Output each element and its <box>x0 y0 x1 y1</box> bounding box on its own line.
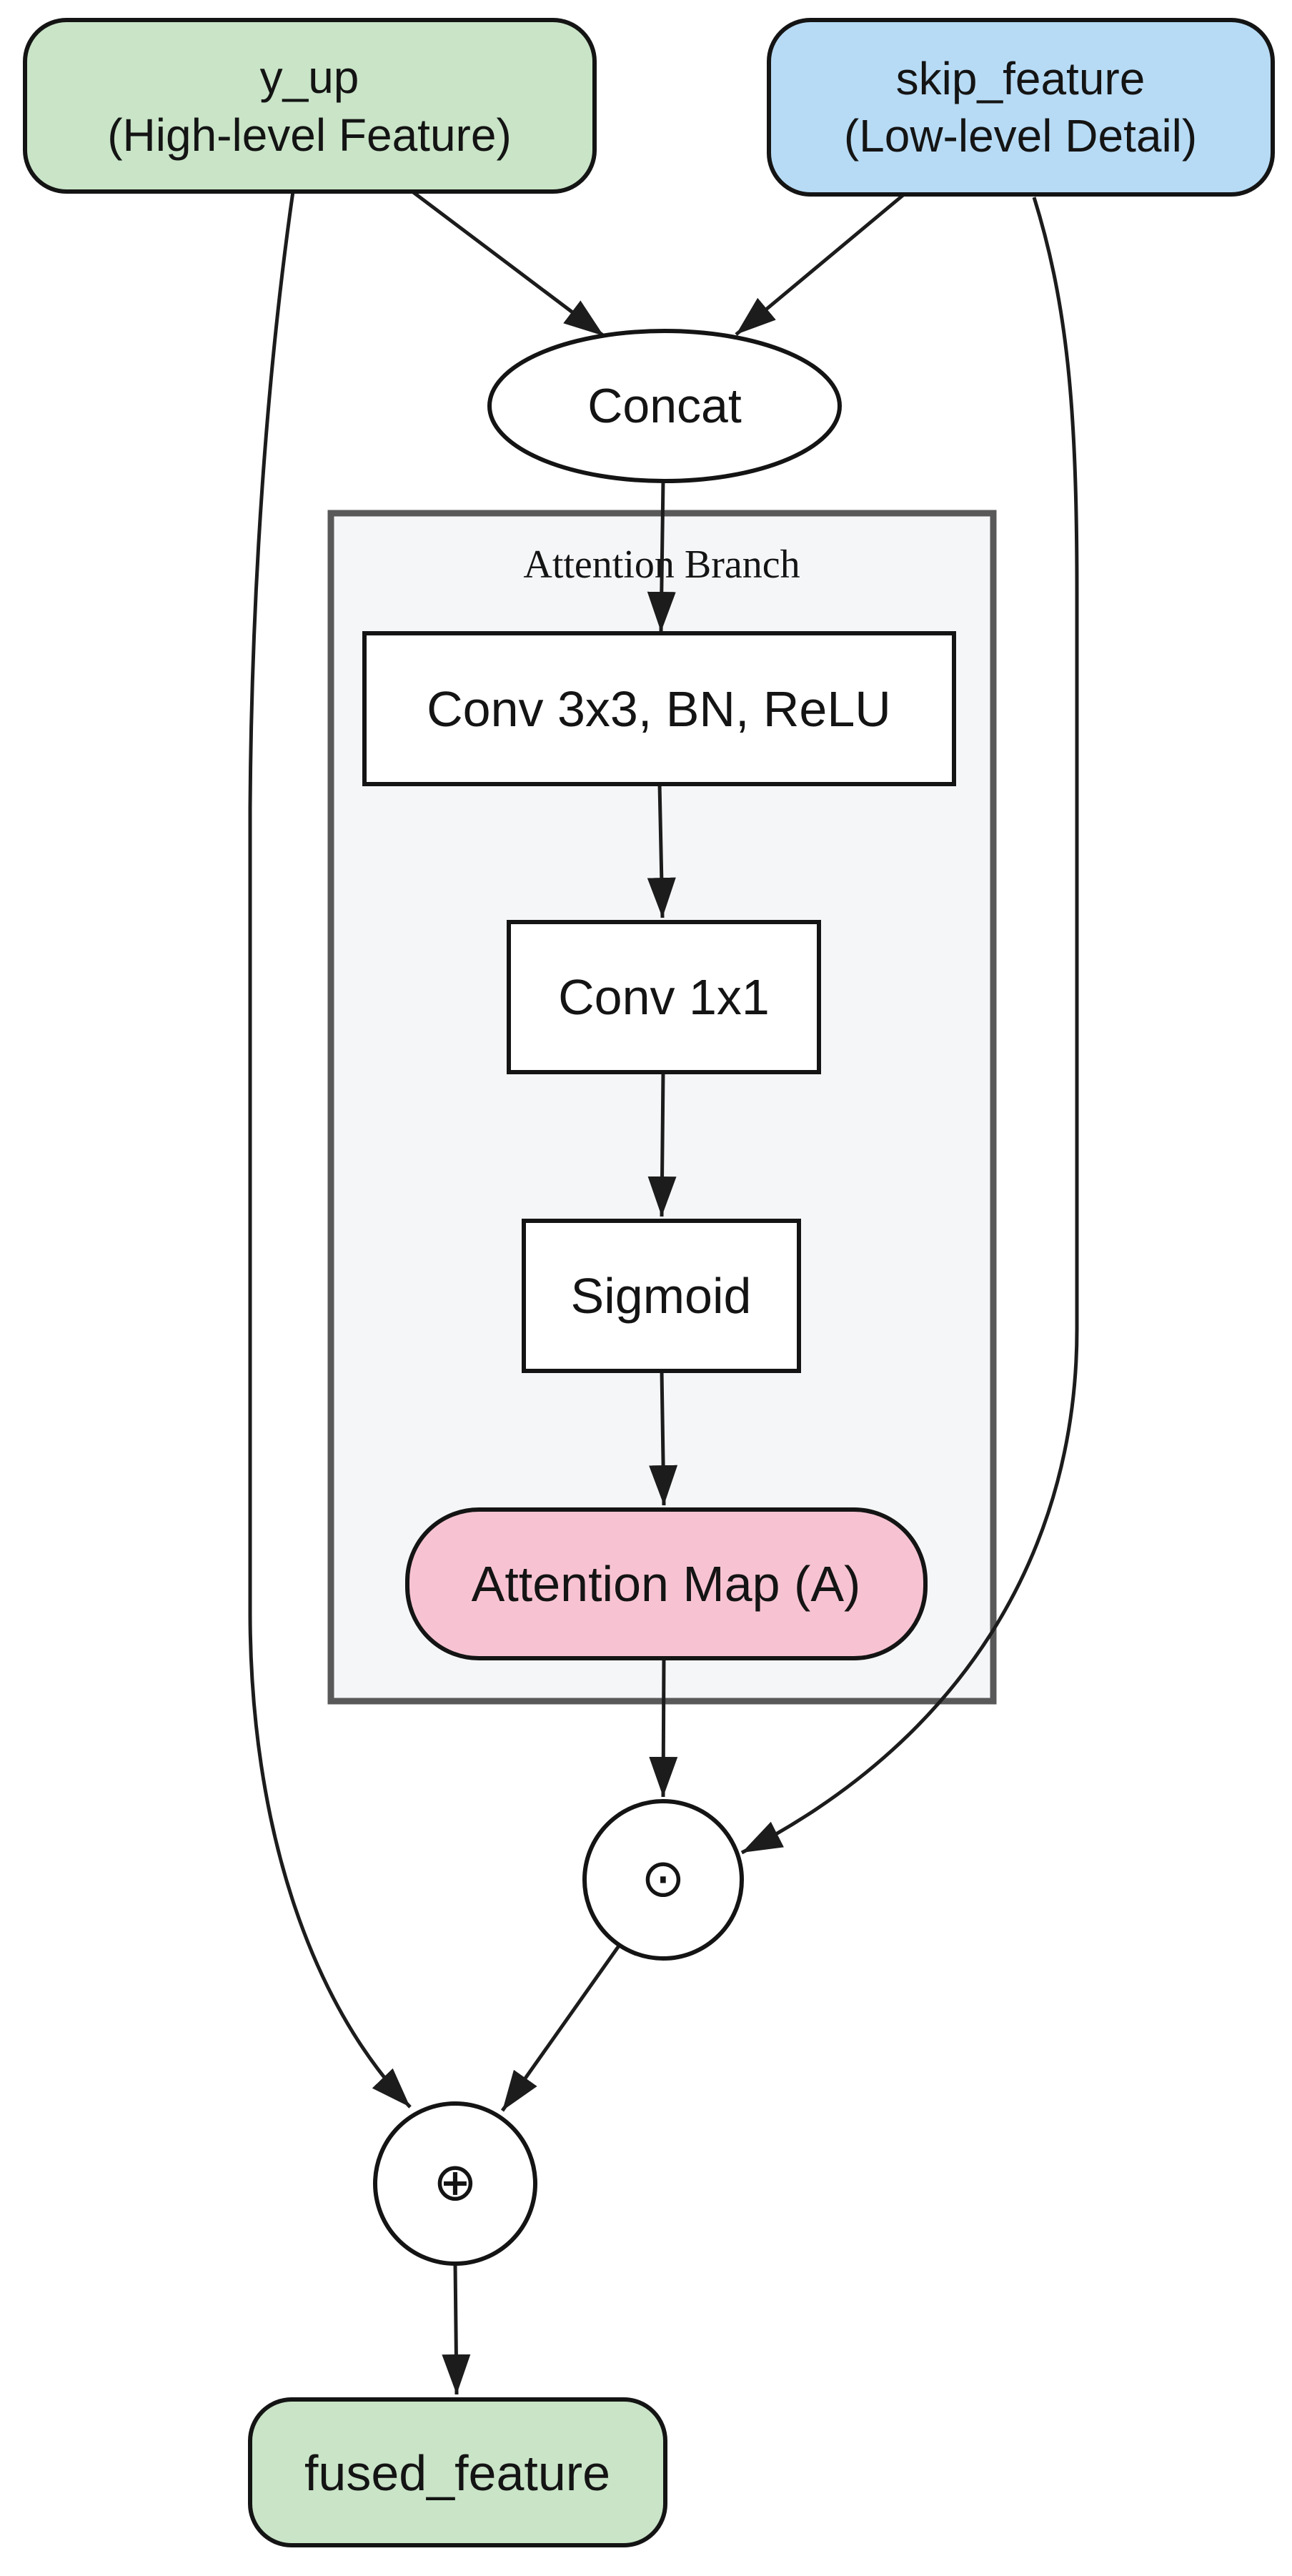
node-fused-feature: fused_feature <box>248 2397 667 2547</box>
edge-multiply-add <box>500 1943 622 2112</box>
conv1x1-box <box>507 920 821 1074</box>
add-circle <box>373 2101 537 2266</box>
edge-yup-add <box>248 191 412 2109</box>
y-up-box <box>23 18 597 194</box>
concat-label: Concat <box>587 379 742 433</box>
skip-feature-label-line2: (Low-level Detail) <box>844 110 1197 162</box>
skip-feature-label-line1: skip_feature <box>896 53 1146 104</box>
node-attention-map: Attention Map (A) <box>405 1507 928 1660</box>
edge-attnmap-multiply <box>649 1658 678 1798</box>
conv3x3-box <box>362 631 956 786</box>
sigmoid-label: Sigmoid <box>571 1268 752 1324</box>
node-sigmoid: Sigmoid <box>522 1219 801 1373</box>
multiply-icon: ⊙ <box>641 1848 685 1909</box>
node-conv3x3: Conv 3x3, BN, ReLU <box>362 631 956 786</box>
sigmoid-box <box>522 1219 801 1373</box>
skip-feature-box <box>767 18 1275 197</box>
edge-yup-concat <box>411 190 605 337</box>
multiply-circle <box>582 1799 744 1961</box>
edge-skip-concat <box>735 193 905 336</box>
concat-ellipse <box>487 329 842 483</box>
edge-skip-multiply <box>740 197 1079 1855</box>
y-up-label-line2: (High-level Feature) <box>107 109 512 161</box>
edge-conv3x3-conv1x1 <box>647 783 676 918</box>
edge-conv1x1-sigmoid <box>647 1071 677 1217</box>
node-multiply: ⊙ <box>582 1799 744 1961</box>
edges <box>248 190 1079 2395</box>
add-icon: ⊕ <box>433 2151 477 2213</box>
conv1x1-label: Conv 1x1 <box>558 969 770 1025</box>
edge-sigmoid-attnmap <box>649 1370 678 1506</box>
y-up-label-line1: y_up <box>260 51 359 103</box>
edge-add-fused <box>442 2263 471 2395</box>
node-conv1x1: Conv 1x1 <box>507 920 821 1074</box>
fused-feature-label: fused_feature <box>304 2445 610 2501</box>
edge-concat-conv3x3 <box>647 480 676 633</box>
node-add: ⊕ <box>373 2101 537 2266</box>
attention-map-label: Attention Map (A) <box>472 1556 861 1612</box>
node-y-up: y_up (High-level Feature) <box>23 18 597 194</box>
node-concat: Concat <box>487 329 842 483</box>
conv3x3-label: Conv 3x3, BN, ReLU <box>427 681 891 737</box>
fused-feature-box <box>248 2397 667 2547</box>
node-skip-feature: skip_feature (Low-level Detail) <box>767 18 1275 197</box>
attention-map-box <box>405 1507 928 1660</box>
